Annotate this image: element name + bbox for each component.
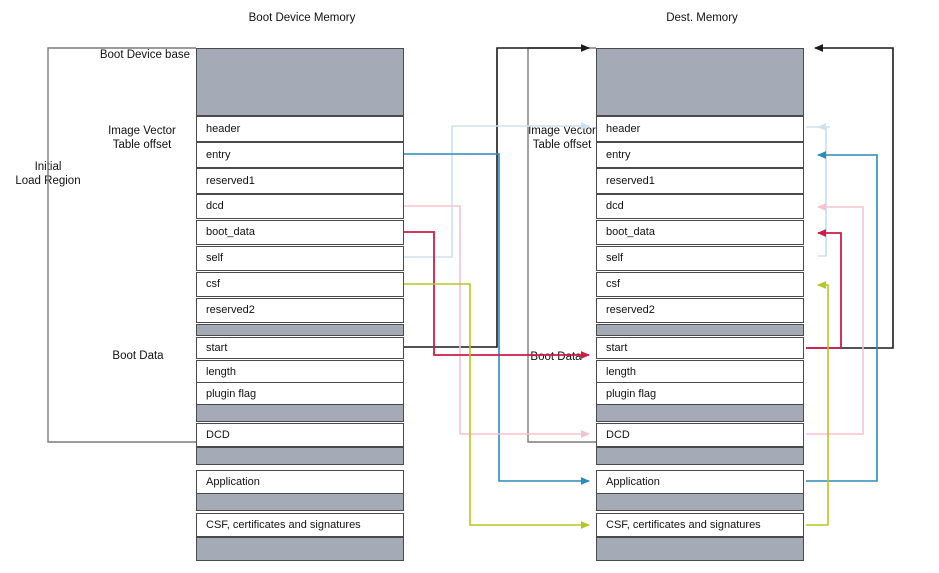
dest-memory-row-reserved2: reserved2 — [596, 298, 804, 323]
boot-device-memory-row-dcd: DCD — [196, 423, 404, 447]
image-vector-table-offset-label-left: Image Vector Table offset — [108, 125, 176, 151]
connector-csf-to-csf — [404, 281, 829, 529]
boot-device-memory-row-label: header — [206, 122, 241, 135]
dest-memory-row-label: csf — [606, 278, 621, 290]
boot-device-memory-row-reserved1: reserved1 — [196, 168, 404, 194]
boot-device-memory-row-spacer — [196, 537, 404, 561]
dest-memory-row-label: start — [606, 341, 628, 354]
image-vector-table-offset-label-right: Image Vector Table offset — [528, 125, 596, 151]
dest-memory-row-dcd: DCD — [596, 423, 804, 447]
dest-memory-row-header: header — [596, 116, 804, 142]
image-vector-table-offset-bracket-right — [527, 47, 596, 443]
boot-device-memory-row-label: start — [206, 341, 228, 354]
boot-device-memory-row-label: entry — [206, 148, 231, 161]
boot-device-memory-row-label: plugin flag — [206, 387, 257, 400]
boot-device-memory-row-entry: entry — [196, 142, 404, 168]
dest-memory-row-boot-data: boot_data — [596, 220, 804, 245]
boot-device-memory-row-label: CSF, certificates and signatures — [206, 518, 361, 531]
boot-device-memory-row-application: Application — [196, 470, 404, 494]
initial-load-region-bracket — [47, 47, 196, 443]
connector-self-to-header — [404, 122, 830, 258]
dest-memory-row-label: Application — [606, 475, 660, 488]
connector-start-to-dest-base — [404, 44, 590, 348]
dest-memory-row-csf-certificates-and-signatures: CSF, certificates and signatures — [596, 513, 804, 537]
boot-device-memory-row-spacer — [196, 447, 404, 465]
boot-device-memory-row-spacer — [196, 48, 404, 116]
dest-memory-row-spacer — [596, 537, 804, 561]
boot-device-memory-row-csf: csf — [196, 272, 404, 297]
connector-dest-base-return — [806, 44, 894, 349]
dest-memory-row-label: DCD — [606, 428, 630, 441]
connector-dcd-to-dcd — [404, 203, 864, 438]
dest-memory-row-start: start — [596, 337, 804, 359]
dest-memory-row-csf: csf — [596, 272, 804, 297]
dest-memory-row-label: reserved1 — [606, 174, 655, 187]
boot-device-memory-row-spacer — [196, 324, 404, 336]
boot-device-memory-row-label: csf — [206, 278, 221, 290]
dest-memory-row-length: length — [596, 360, 804, 384]
dest-memory-row-entry: entry — [596, 142, 804, 168]
boot-device-memory-row-spacer — [196, 404, 404, 422]
boot-device-memory-row-header: header — [196, 116, 404, 142]
dest-memory-row-spacer — [596, 324, 804, 336]
boot-device-memory-row-spacer — [196, 493, 404, 511]
boot-device-memory-row-label: Application — [206, 475, 260, 488]
boot-device-memory-row-csf-certificates-and-signatures: CSF, certificates and signatures — [196, 513, 404, 537]
boot-device-memory-row-label: length — [206, 365, 236, 378]
dest-memory-row-label: header — [606, 122, 641, 135]
dest-memory-row-dcd: dcd — [596, 194, 804, 219]
boot-device-memory-row-reserved2: reserved2 — [196, 298, 404, 323]
dest-memory-row-label: length — [606, 365, 636, 378]
connector-entry-to-application — [404, 151, 878, 485]
dest-memory-row-reserved1: reserved1 — [596, 168, 804, 194]
boot-device-memory-row-label: boot_data — [206, 226, 255, 238]
dest-memory-row-application: Application — [596, 470, 804, 494]
right-column-title: Dest. Memory — [666, 12, 738, 24]
boot-device-memory-row-plugin-flag: plugin flag — [196, 382, 404, 406]
dest-memory-row-self: self — [596, 246, 804, 271]
boot-device-memory-row-label: reserved2 — [206, 304, 255, 316]
dest-memory-row-spacer — [596, 404, 804, 422]
boot-device-memory-row-label: dcd — [206, 200, 224, 212]
dest-memory-row-spacer — [596, 447, 804, 465]
dest-memory-row-spacer — [596, 48, 804, 116]
boot-device-memory-row-label: reserved1 — [206, 174, 255, 187]
boot-device-memory-row-label: DCD — [206, 428, 230, 441]
boot-device-memory-row-boot-data: boot_data — [196, 220, 404, 245]
boot-device-memory-row-start: start — [196, 337, 404, 359]
dest-memory-row-plugin-flag: plugin flag — [596, 382, 804, 406]
connector-bootdata-to-start — [404, 229, 842, 359]
dest-memory-row-spacer — [596, 493, 804, 511]
boot-data-label-middle: Boot Data — [530, 351, 582, 363]
dest-memory-row-label: reserved2 — [606, 304, 655, 316]
dest-memory-row-label: self — [606, 252, 624, 264]
boot-data-label-left: Boot Data — [112, 350, 164, 362]
dest-memory-row-label: boot_data — [606, 226, 655, 238]
boot-device-memory-row-self: self — [196, 246, 404, 271]
boot-device-memory-row-label: self — [206, 252, 224, 264]
dest-memory-row-label: dcd — [606, 200, 624, 212]
boot-device-base-label: Boot Device base — [99, 49, 190, 61]
dest-memory-row-label: plugin flag — [606, 387, 657, 400]
boot-device-memory-row-dcd: dcd — [196, 194, 404, 219]
dest-memory-row-label: CSF, certificates and signatures — [606, 518, 761, 531]
dest-memory-row-label: entry — [606, 148, 631, 161]
left-column-title: Boot Device Memory — [248, 12, 356, 24]
